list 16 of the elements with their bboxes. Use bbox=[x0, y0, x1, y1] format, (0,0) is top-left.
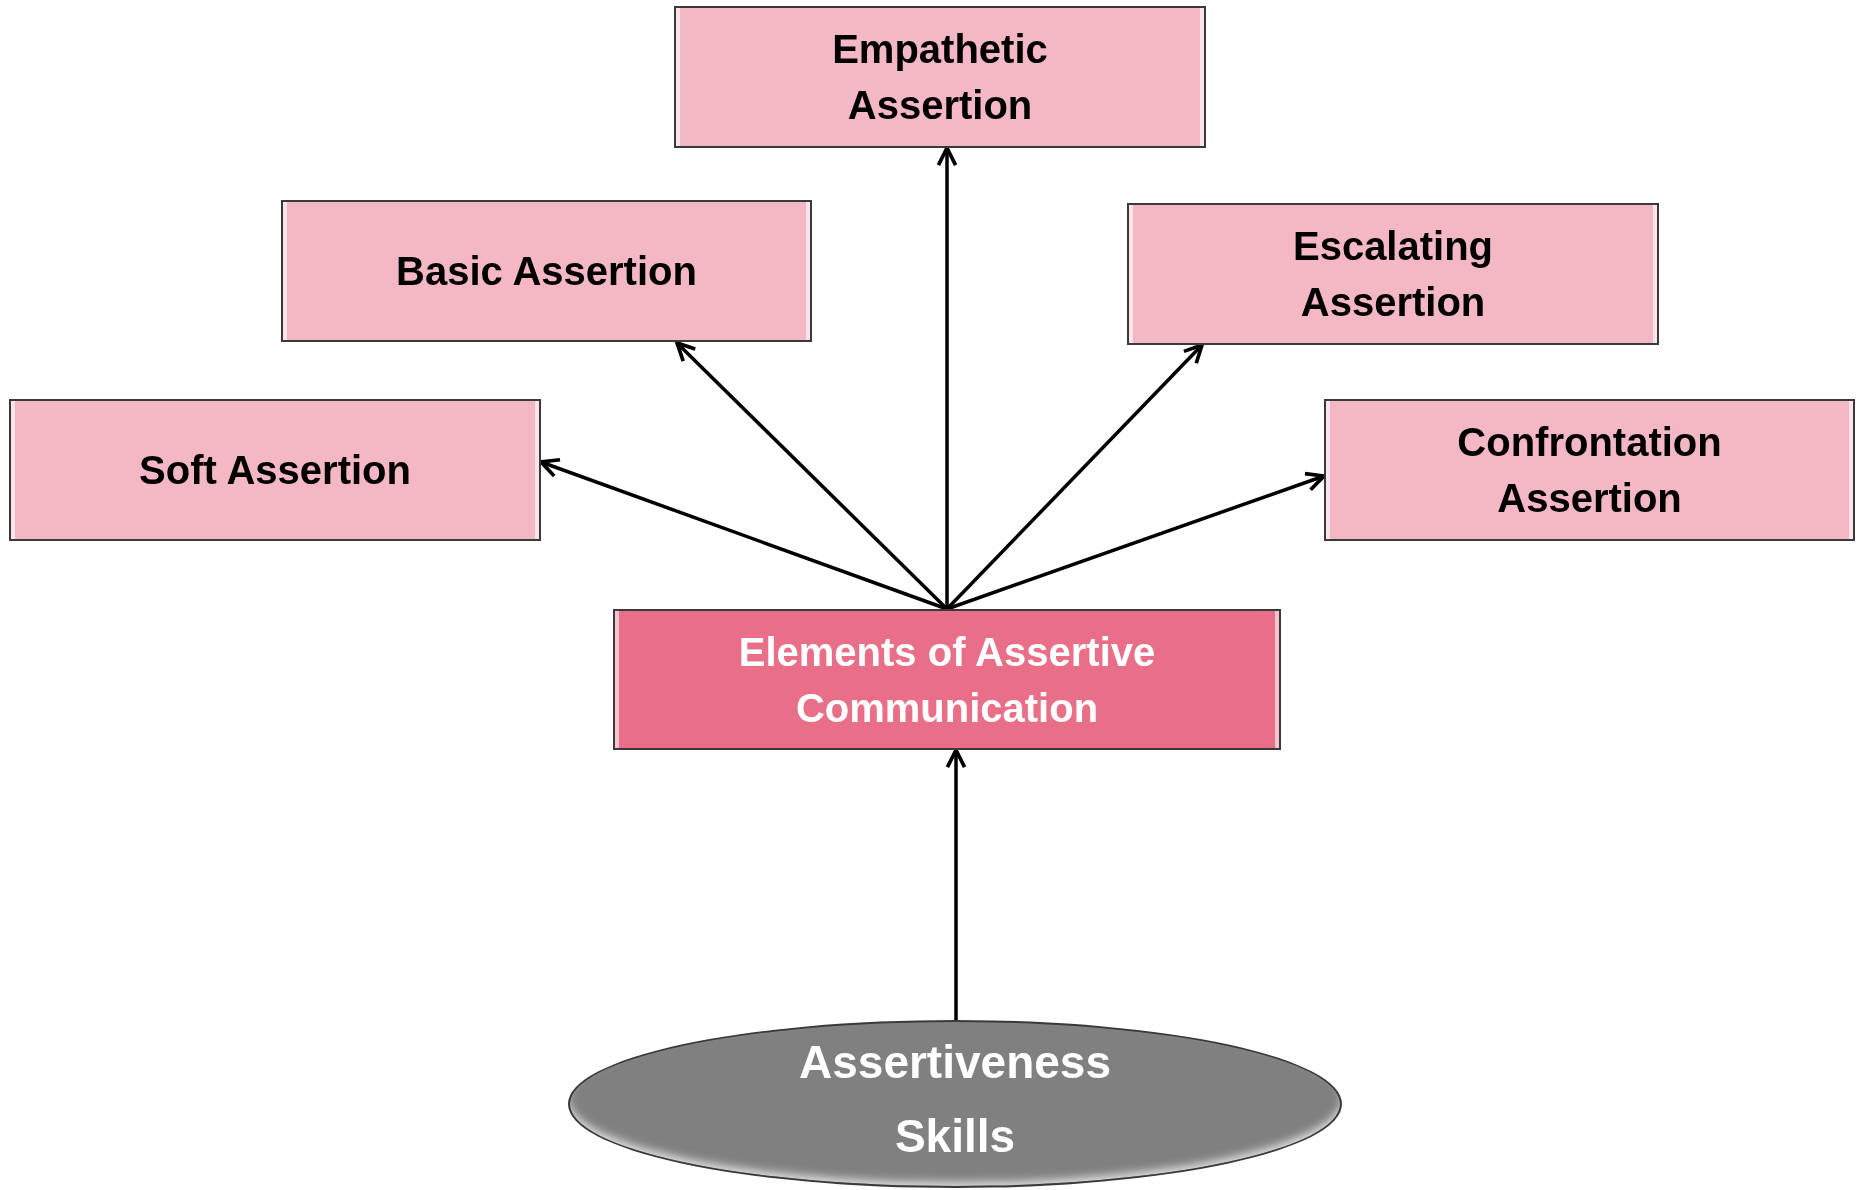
arrow bbox=[946, 471, 1326, 611]
node-label: Elements of Assertive Communication bbox=[737, 628, 1157, 732]
node-label: Basic Assertion bbox=[396, 248, 697, 295]
category-box bbox=[281, 200, 812, 342]
node-label: Escalating Assertion bbox=[1291, 223, 1495, 326]
node-label: Confrontation Assertion bbox=[1456, 419, 1723, 522]
category-box bbox=[674, 6, 1206, 148]
central-box bbox=[613, 609, 1281, 750]
arrow bbox=[945, 748, 967, 1020]
category-box bbox=[1127, 203, 1659, 345]
arrow bbox=[936, 146, 958, 609]
node-label: Assertiveness Skills bbox=[798, 1035, 1112, 1164]
category-box bbox=[9, 399, 541, 541]
node-label: Empathetic Assertion bbox=[831, 26, 1049, 129]
category-box bbox=[1324, 399, 1855, 541]
node-label: Soft Assertion bbox=[139, 447, 411, 494]
